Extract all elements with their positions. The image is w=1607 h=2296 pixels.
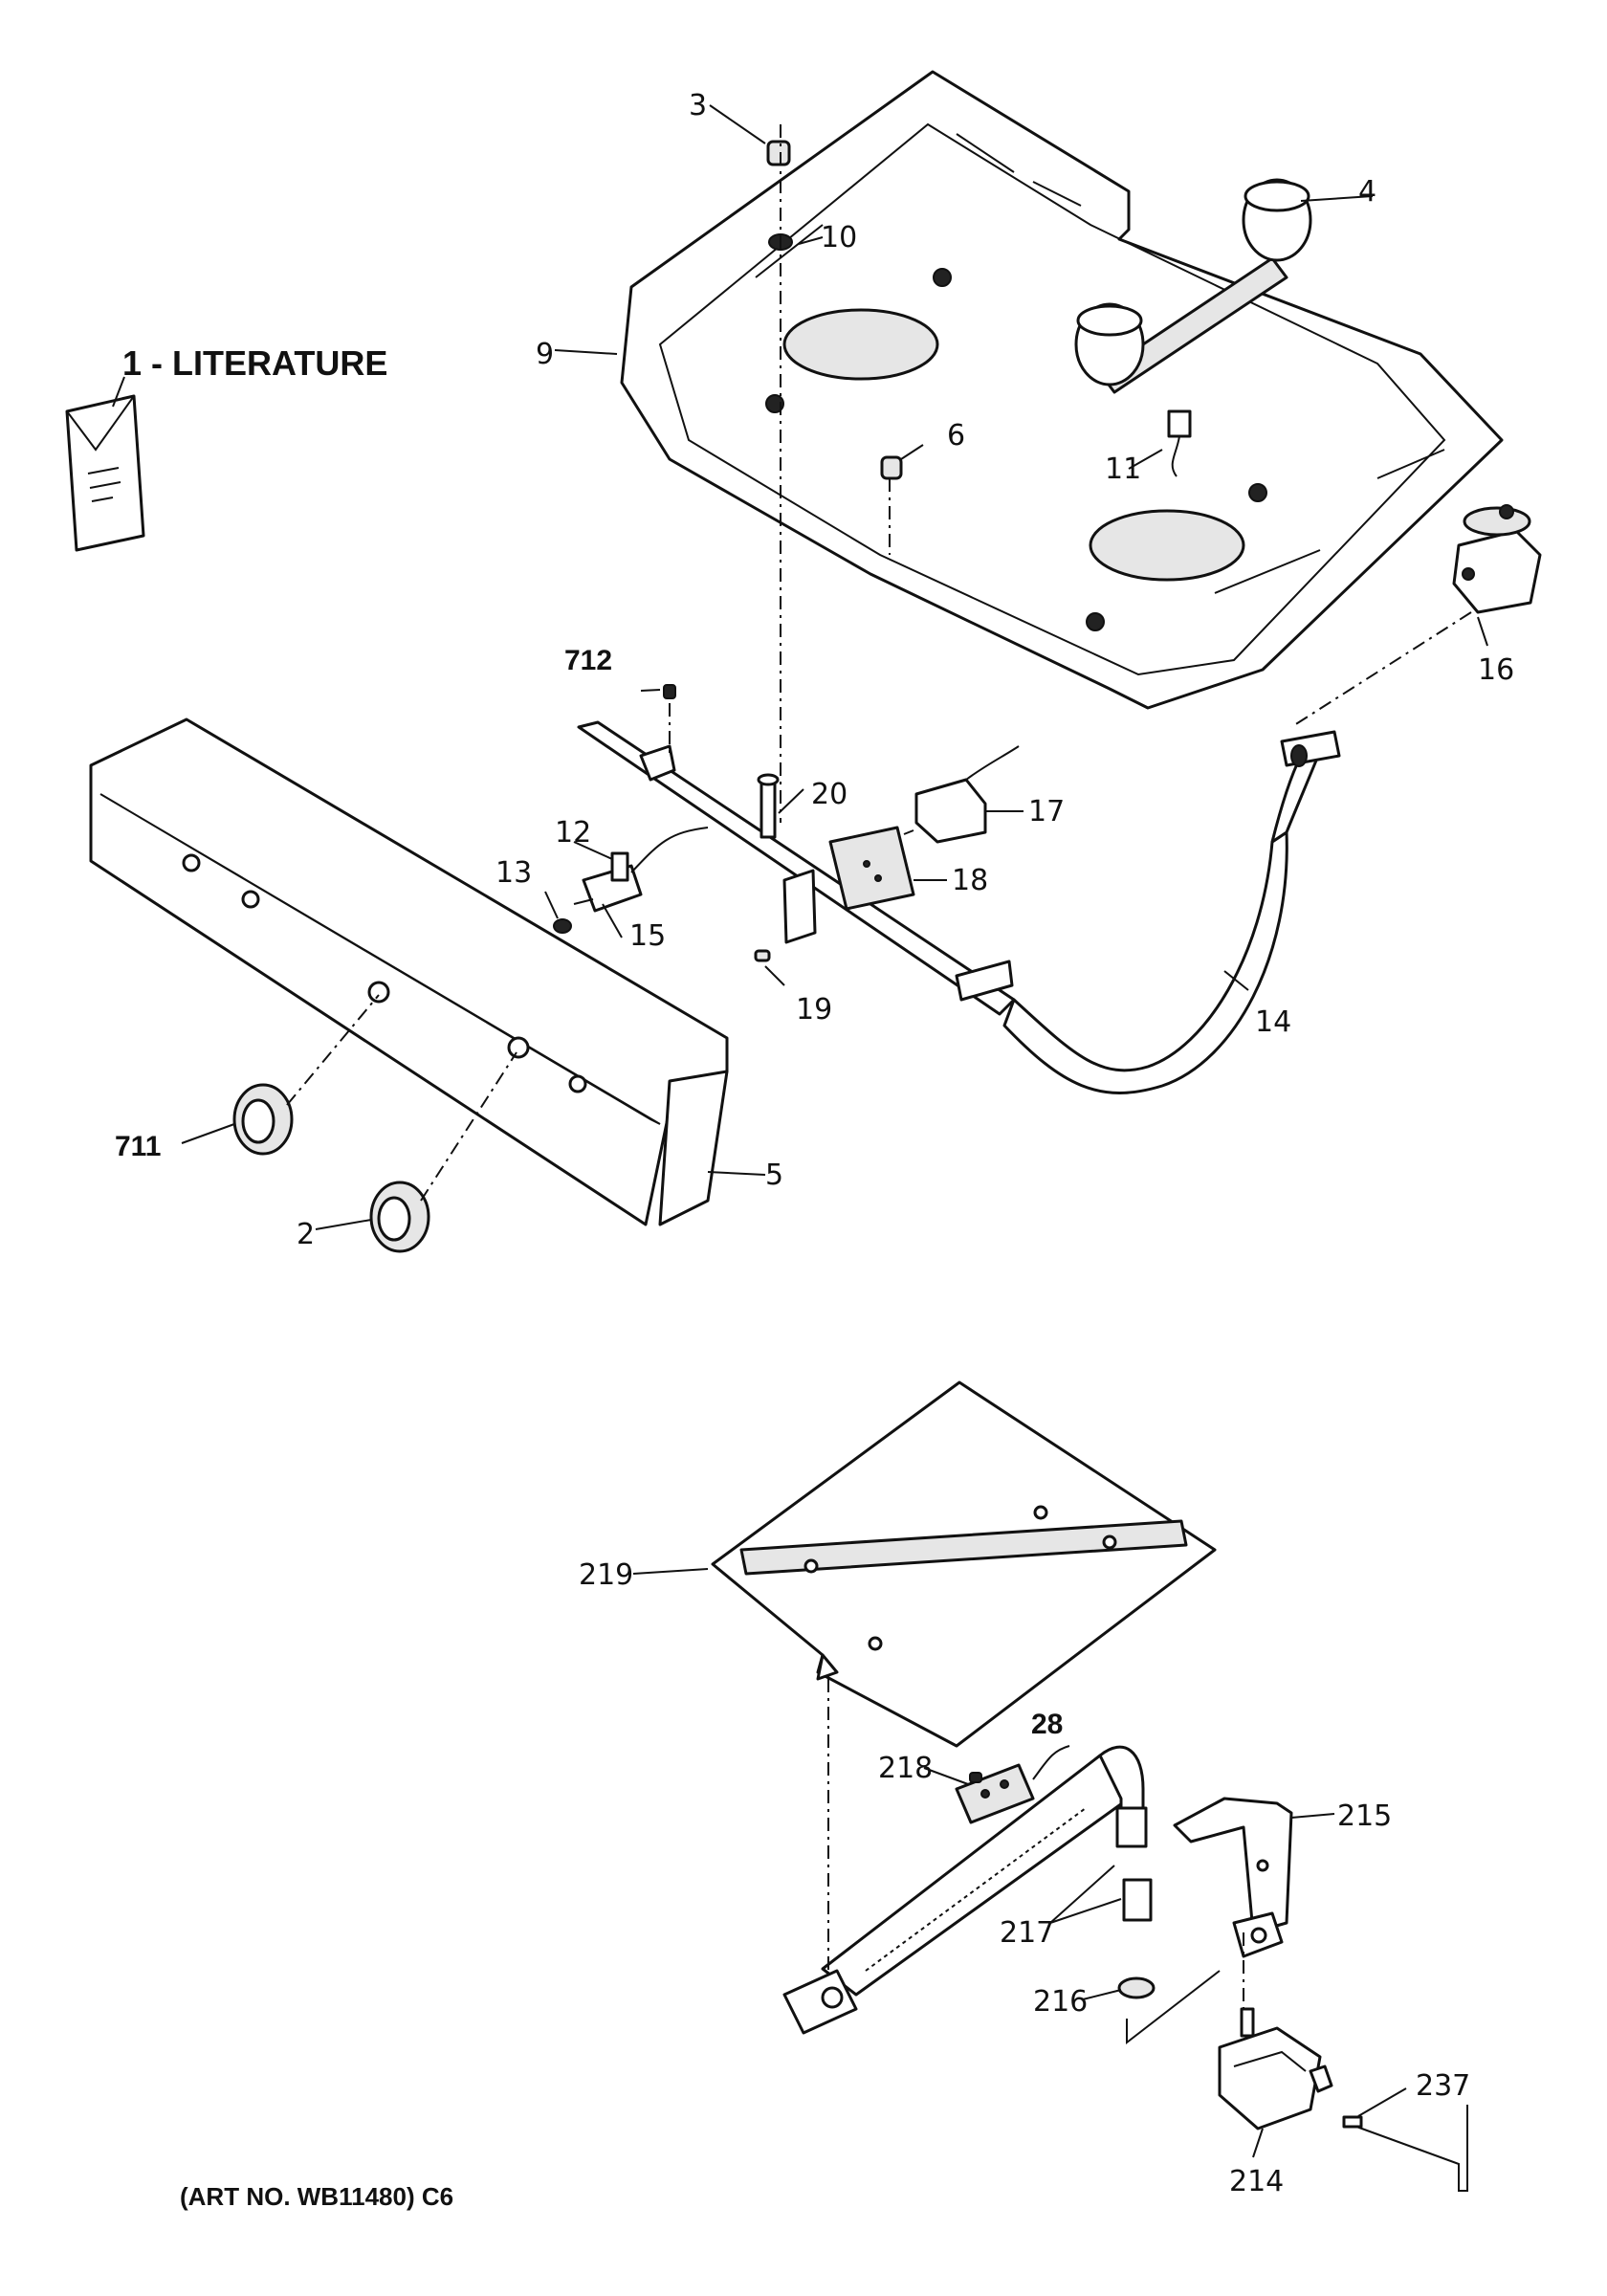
callout-3: 3 bbox=[689, 89, 707, 122]
broiler-burner bbox=[782, 1745, 1145, 2035]
washer-13 bbox=[553, 918, 572, 934]
valve-15 bbox=[573, 827, 709, 913]
valve-16 bbox=[1452, 504, 1542, 614]
callout-218: 218 bbox=[878, 1752, 933, 1785]
callout-6: 6 bbox=[947, 419, 965, 453]
callout-20: 20 bbox=[811, 778, 848, 811]
knob-2 bbox=[369, 1181, 430, 1253]
callout-10: 10 bbox=[821, 221, 857, 254]
screw-19 bbox=[754, 949, 771, 962]
callout-15: 15 bbox=[629, 919, 666, 953]
callout-2: 2 bbox=[297, 1218, 315, 1251]
callout-219: 219 bbox=[579, 1558, 633, 1592]
switch-17 bbox=[903, 745, 1020, 844]
callout-13: 13 bbox=[495, 856, 532, 890]
callout-17: 17 bbox=[1028, 795, 1065, 828]
thermocouple-237 bbox=[1342, 2105, 1468, 2192]
igniter-11 bbox=[1167, 409, 1192, 477]
callout-237: 237 bbox=[1416, 2069, 1470, 2103]
callout-216: 216 bbox=[1033, 1985, 1088, 2019]
nut-216 bbox=[1117, 1976, 1156, 1999]
valve-214 bbox=[1218, 2007, 1333, 2130]
callout-16: 16 bbox=[1478, 653, 1514, 687]
screw-712 bbox=[663, 684, 676, 699]
callout-28: 28 bbox=[1031, 1709, 1063, 1740]
callout-712: 712 bbox=[564, 645, 612, 676]
callout-215: 215 bbox=[1337, 1799, 1392, 1833]
callout-9: 9 bbox=[536, 338, 554, 371]
knob-711 bbox=[232, 1083, 294, 1156]
callout-14: 14 bbox=[1255, 1005, 1291, 1039]
bracket-18 bbox=[828, 826, 915, 911]
callout-5: 5 bbox=[765, 1159, 783, 1192]
burner-assembly bbox=[1074, 178, 1312, 394]
screw-3 bbox=[766, 140, 791, 166]
callout-19: 19 bbox=[796, 993, 832, 1027]
control-panel-5 bbox=[89, 718, 729, 1226]
art-number: (ART NO. WB11480) C6 bbox=[180, 2182, 453, 2211]
callout-711: 711 bbox=[115, 1131, 161, 1162]
callout-12: 12 bbox=[555, 816, 591, 850]
callout-18: 18 bbox=[952, 864, 988, 897]
callout-4: 4 bbox=[1358, 175, 1376, 209]
screw-6 bbox=[880, 455, 903, 480]
callout-217: 217 bbox=[1000, 1916, 1054, 1950]
screw-28 bbox=[969, 1772, 982, 1783]
literature-envelope bbox=[65, 376, 145, 552]
literature-label: 1 - LITERATURE bbox=[122, 343, 387, 383]
orifice-217 bbox=[1115, 1806, 1153, 1922]
gas-tube-14 bbox=[1002, 830, 1288, 1094]
igniter-218 bbox=[955, 1745, 1070, 1824]
callout-11: 11 bbox=[1105, 453, 1141, 486]
pin-20 bbox=[757, 773, 780, 839]
manifold-bar bbox=[577, 720, 1016, 1016]
callout-214: 214 bbox=[1229, 2165, 1284, 2198]
broiler-shield-219 bbox=[711, 1380, 1217, 1748]
bracket-215 bbox=[1173, 1797, 1293, 1958]
burner-box-top bbox=[620, 70, 1504, 710]
